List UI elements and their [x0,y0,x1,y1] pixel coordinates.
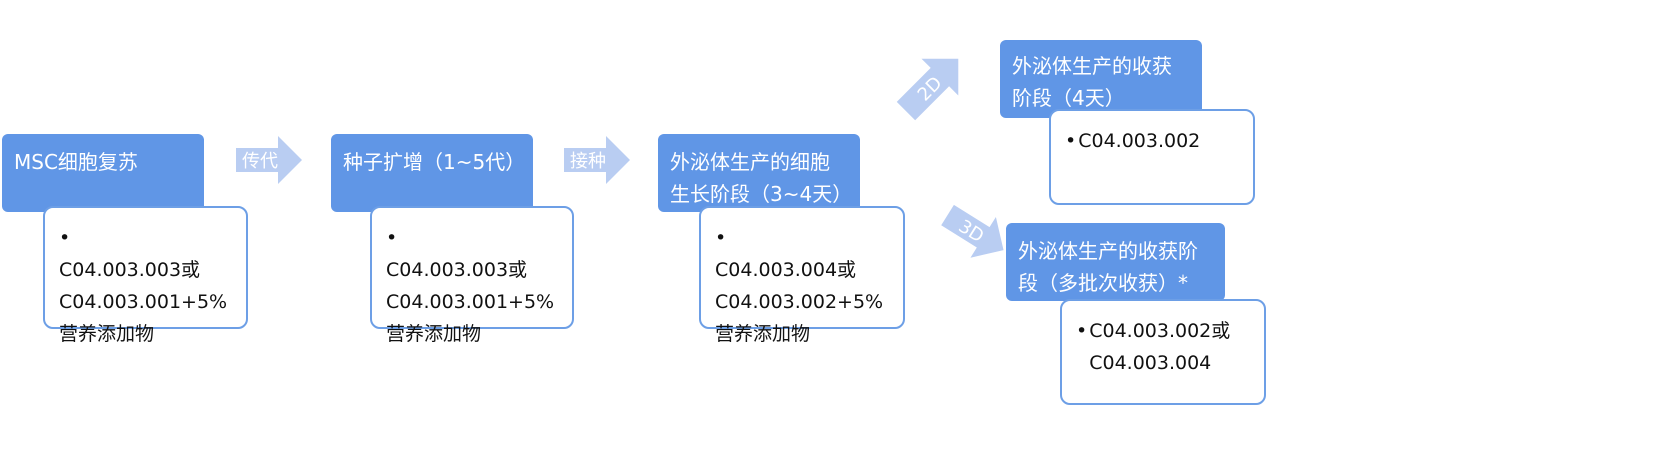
bullet-icon: • [59,227,71,249]
note-msc-recovery: • C04.003.003或 C04.003.001+5% 营养添加物 [43,206,248,345]
arrow-shape [896,58,959,121]
step-title: 种子扩增（1~5代） [343,150,526,174]
note-text: C04.003.003或 C04.003.001+5% 营养添加物 [59,259,228,345]
note-cell-growth: • C04.003.004或 C04.003.002+5% 营养添加物 [699,206,905,345]
step-seed-expansion: 种子扩增（1~5代） [331,134,533,212]
step-harvest-3d: 外泌体生产的收获阶 段（多批次收获）* [1006,223,1225,301]
arrow-2d: 2D [896,58,959,121]
arrow-passage: 传代 [236,136,302,184]
step-title: MSC细胞复苏 [14,150,138,174]
arrow-inoculation: 接种 [564,136,630,184]
step-title: 外泌体生产的收获阶 段（多批次收获）* [1018,239,1198,295]
arrow-label-passage: 传代 [242,151,278,172]
arrow-shape [941,204,1004,258]
step-cell-growth: 外泌体生产的细胞 生长阶段（3~4天） [658,134,860,212]
bullet-icon: • [386,227,398,249]
bullet-icon: • [715,227,727,249]
step-harvest-2d: 外泌体生产的收获 阶段（4天） [1000,40,1202,118]
note-text: C04.003.002 [1078,130,1201,152]
step-msc-recovery: MSC细胞复苏 [2,134,204,212]
note-text: C04.003.004或 C04.003.002+5% 营养添加物 [715,259,884,345]
arrow-label-inoculation: 接种 [570,151,606,172]
step-title: 外泌体生产的收获 阶段（4天） [1012,54,1172,110]
arrow-3d: 3D [941,204,1004,258]
note-seed-expansion: • C04.003.003或 C04.003.001+5% 营养添加物 [370,206,574,345]
arrow-shape [564,136,630,184]
note-harvest-3d: •C04.003.002或 C04.003.004 [1060,299,1266,405]
arrow-shape [236,136,302,184]
note-text: C04.003.003或 C04.003.001+5% 营养添加物 [386,259,555,345]
step-title: 外泌体生产的细胞 生长阶段（3~4天） [670,150,853,206]
note-harvest-2d: •C04.003.002 [1049,109,1255,205]
note-text: C04.003.002或 C04.003.004 [1089,320,1231,374]
bullet-icon: • [1076,320,1088,342]
bullet-icon: • [1065,130,1077,152]
